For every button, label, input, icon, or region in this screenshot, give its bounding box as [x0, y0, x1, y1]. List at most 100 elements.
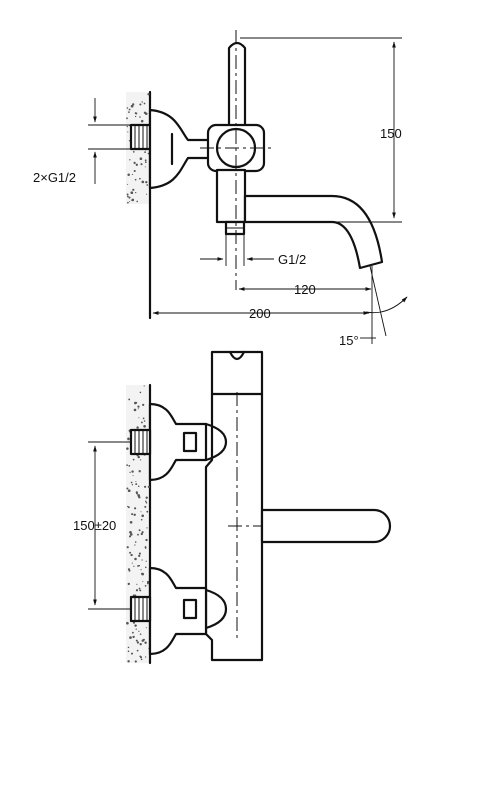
wall-speckle	[142, 638, 145, 641]
label-outlet-thread: G1/2	[278, 252, 306, 267]
wall-speckle	[138, 630, 140, 632]
wall-speckle	[136, 583, 138, 585]
wall-speckle	[140, 511, 142, 513]
dim-outlet-thread: G1/2	[200, 234, 306, 267]
inlet-upper-front	[129, 402, 228, 482]
wall-speckle	[130, 481, 133, 484]
wall-speckle	[132, 621, 136, 624]
mixer-body-front	[204, 350, 264, 662]
wall-speckle	[126, 621, 129, 625]
wall-speckle	[128, 108, 131, 111]
wall-speckle	[138, 529, 141, 532]
wall-speckle	[139, 157, 143, 161]
wall-speckle	[138, 564, 141, 567]
wall-speckle	[130, 191, 134, 195]
wall-speckle	[138, 552, 141, 555]
wall-speckle	[136, 200, 139, 203]
wall-speckle	[133, 408, 137, 412]
dim-lever-height: 150	[240, 37, 402, 223]
wall-speckle	[127, 195, 129, 198]
wall-speckle	[144, 585, 147, 587]
spout-front	[260, 508, 392, 544]
wall-speckle	[136, 641, 139, 644]
wall-speckle	[141, 531, 144, 534]
wall-speckle	[137, 564, 140, 567]
wall-speckle	[126, 546, 129, 549]
wall-speckle	[136, 649, 139, 652]
wall-speckle	[135, 163, 138, 166]
wall-speckle	[127, 437, 129, 439]
wall-speckle	[126, 487, 129, 490]
wall-speckle	[128, 111, 130, 113]
wall-speckle	[131, 513, 134, 516]
wall-speckle	[141, 101, 143, 103]
wall-speckle	[145, 180, 148, 184]
wall-speckle	[133, 169, 136, 173]
wall-speckle	[145, 627, 147, 629]
wall-speckle	[134, 544, 136, 546]
wall-speckle	[144, 505, 147, 508]
wall-speckle	[136, 426, 139, 429]
wall-speckle	[139, 589, 142, 592]
escutcheon-side	[148, 108, 214, 190]
wall-speckle	[138, 587, 141, 590]
wall-speckle	[127, 131, 129, 133]
lever-handle-side	[227, 41, 247, 134]
wall-speckle	[147, 485, 151, 489]
wall-speckle	[143, 385, 145, 387]
label-lever-height: 150	[380, 126, 402, 141]
wall-speckle	[127, 173, 130, 177]
wall-speckle	[127, 660, 130, 663]
wall-speckle	[133, 565, 135, 567]
wall-speckle	[139, 116, 141, 118]
wall-speckle	[135, 112, 138, 115]
wall-speckle	[143, 102, 146, 105]
wall-speckle	[139, 656, 143, 659]
wall-speckle	[126, 125, 128, 128]
wall-speckle	[132, 458, 135, 461]
wall-speckle	[146, 184, 149, 186]
wall-speckle	[132, 635, 135, 639]
wall-speckle	[135, 481, 137, 482]
wall-speckle	[140, 532, 143, 536]
wall-speckle	[135, 491, 138, 494]
wall-speckle	[126, 117, 128, 120]
wall-speckle	[139, 177, 141, 180]
wall-speckle	[140, 119, 144, 123]
wall-speckle	[146, 539, 148, 541]
wall-speckle	[144, 151, 146, 153]
wall-speckle	[137, 408, 139, 410]
wall-speckle	[127, 489, 131, 493]
wall-speckle	[128, 535, 132, 538]
wall-speckle	[129, 471, 131, 474]
wall-speckle	[129, 636, 132, 639]
wall-speckle	[141, 572, 144, 576]
wall-speckle	[131, 470, 134, 473]
wall-speckle	[145, 560, 147, 562]
wall-speckle	[144, 641, 147, 644]
wall-speckle	[134, 401, 137, 405]
wall-speckle	[133, 513, 136, 516]
wall-speckle	[130, 104, 134, 108]
label-spout-reach: 120	[294, 282, 316, 297]
wall-speckle	[139, 103, 142, 106]
wall-speckle	[142, 403, 145, 406]
wall-speckle	[144, 166, 146, 168]
wall-speckle	[134, 594, 137, 597]
wall-speckle	[143, 420, 146, 422]
wall-speckle	[145, 496, 148, 499]
wall-speckle	[137, 455, 140, 459]
label-inlet-spacing: 150±20	[73, 518, 116, 533]
wall-speckle	[140, 569, 142, 571]
wall-speckle	[131, 562, 133, 564]
wall-speckle	[141, 180, 145, 184]
wall-speckle	[139, 633, 142, 635]
wall-speckle	[127, 183, 129, 185]
side-view: 150 2×G1/2 G1/2 120 200	[33, 30, 408, 348]
wall-speckle	[134, 541, 137, 543]
wall-speckle	[144, 485, 147, 488]
wall-speckle	[144, 656, 147, 658]
wall-speckle	[129, 159, 131, 161]
wall-speckle	[128, 398, 131, 401]
diverter-side	[215, 168, 247, 224]
